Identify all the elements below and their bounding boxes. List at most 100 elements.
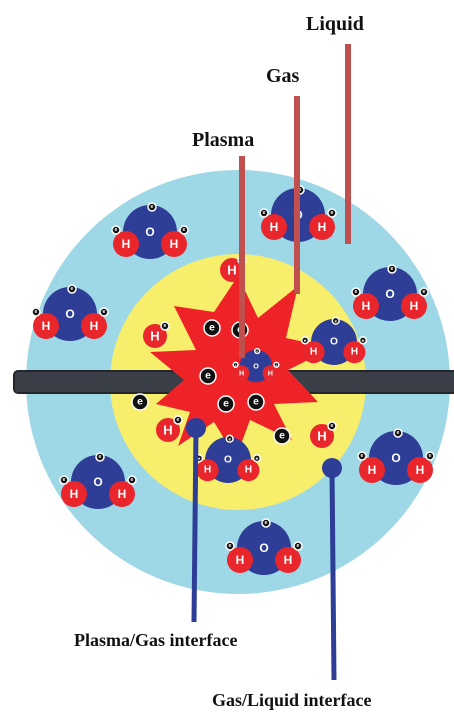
svg-text:e: e (71, 286, 74, 292)
svg-text:H: H (236, 553, 245, 567)
hydrogen-atom: H (359, 457, 385, 483)
electron: e (327, 421, 337, 431)
svg-text:H: H (122, 237, 131, 251)
svg-text:e: e (331, 210, 334, 216)
svg-text:H: H (70, 487, 79, 501)
svg-text:e: e (183, 227, 186, 233)
hydrogen-atoms-group: HeHeHeHe (143, 255, 337, 448)
plasma-label: Plasma (192, 129, 254, 151)
svg-text:e: e (235, 363, 237, 367)
svg-text:H: H (163, 423, 172, 438)
svg-text:e: e (429, 453, 432, 459)
svg-text:e: e (391, 266, 394, 272)
svg-text:O: O (145, 225, 154, 239)
electron: e (247, 393, 265, 411)
electron: e (273, 361, 280, 368)
hydrogen-atom: H (81, 313, 107, 339)
svg-text:e: e (297, 543, 300, 549)
electron: e (225, 434, 234, 443)
svg-text:e: e (177, 417, 180, 423)
svg-text:e: e (361, 453, 364, 459)
gas-liquid-interface-label: Gas/Liquid interface (212, 690, 372, 710)
svg-text:H: H (317, 429, 326, 444)
electron: e (199, 367, 217, 385)
electron: e (254, 347, 261, 355)
electron: e (273, 427, 291, 445)
svg-text:H: H (90, 319, 99, 333)
hydrogen-atom: H (261, 214, 287, 240)
electron: e (173, 415, 183, 425)
plasma-gas-pointer-line (191, 427, 199, 623)
svg-text:e: e (334, 318, 337, 323)
hydrogen-atom: H (309, 214, 335, 240)
svg-text:H: H (310, 347, 317, 358)
svg-text:O: O (93, 475, 102, 489)
svg-text:e: e (164, 323, 167, 329)
electron: e (203, 319, 221, 337)
svg-text:O: O (224, 455, 232, 466)
svg-text:e: e (137, 397, 143, 408)
electron: e (300, 336, 310, 345)
hydrogen-atom: H (401, 293, 427, 319)
svg-text:e: e (355, 289, 358, 295)
electron: e (331, 316, 340, 325)
svg-text:e: e (265, 520, 268, 526)
electron: e (179, 225, 189, 235)
svg-text:e: e (198, 456, 201, 461)
electron: e (147, 202, 157, 212)
svg-text:e: e (362, 338, 365, 343)
svg-text:e: e (228, 436, 231, 441)
svg-text:e: e (256, 349, 258, 353)
hydrogen-atom: H (220, 258, 244, 282)
hydrogen-radical: He (143, 321, 170, 348)
hydrogen-atom: H (156, 418, 180, 442)
hydrogen-atom: H (302, 341, 325, 364)
gas-liquid-pointer-dot (322, 458, 342, 478)
svg-text:O: O (259, 541, 268, 555)
hydrogen-atom: H (33, 313, 59, 339)
svg-text:e: e (223, 399, 229, 410)
svg-text:e: e (331, 423, 334, 429)
svg-text:e: e (304, 338, 307, 343)
svg-text:O: O (330, 337, 338, 348)
svg-text:e: e (299, 187, 302, 193)
svg-text:H: H (416, 463, 425, 477)
hydrogen-radical: He (310, 421, 337, 448)
svg-text:e: e (256, 456, 259, 461)
hydrogen-atom: H (407, 457, 433, 483)
svg-text:H: H (118, 487, 127, 501)
svg-text:H: H (362, 299, 371, 313)
electron: e (225, 541, 235, 551)
hydrogen-atom: H (113, 231, 139, 257)
electron: e (419, 287, 429, 297)
hydrogen-atom: H (233, 365, 250, 382)
electron: e (261, 518, 271, 528)
electron: e (358, 336, 368, 345)
svg-text:O: O (253, 362, 259, 371)
electron: e (252, 454, 262, 463)
gas-label: Gas (266, 65, 300, 87)
hydrogen-atom: H (353, 293, 379, 319)
svg-text:e: e (263, 210, 266, 216)
plasma-gas-pointer-dot (186, 418, 206, 438)
svg-text:H: H (368, 463, 377, 477)
svg-text:O: O (65, 307, 74, 321)
svg-text:H: H (318, 220, 327, 234)
hydrogen-radical: He (156, 415, 183, 442)
svg-text:e: e (279, 431, 285, 442)
svg-text:e: e (276, 363, 278, 367)
hydrogen-atom: H (310, 424, 334, 448)
electron: e (357, 451, 367, 461)
plasma-gas-interface-label: Plasma/Gas interface (74, 630, 237, 650)
electron: e (327, 208, 337, 218)
svg-text:H: H (204, 465, 211, 476)
svg-text:e: e (423, 289, 426, 295)
svg-text:H: H (227, 263, 236, 278)
